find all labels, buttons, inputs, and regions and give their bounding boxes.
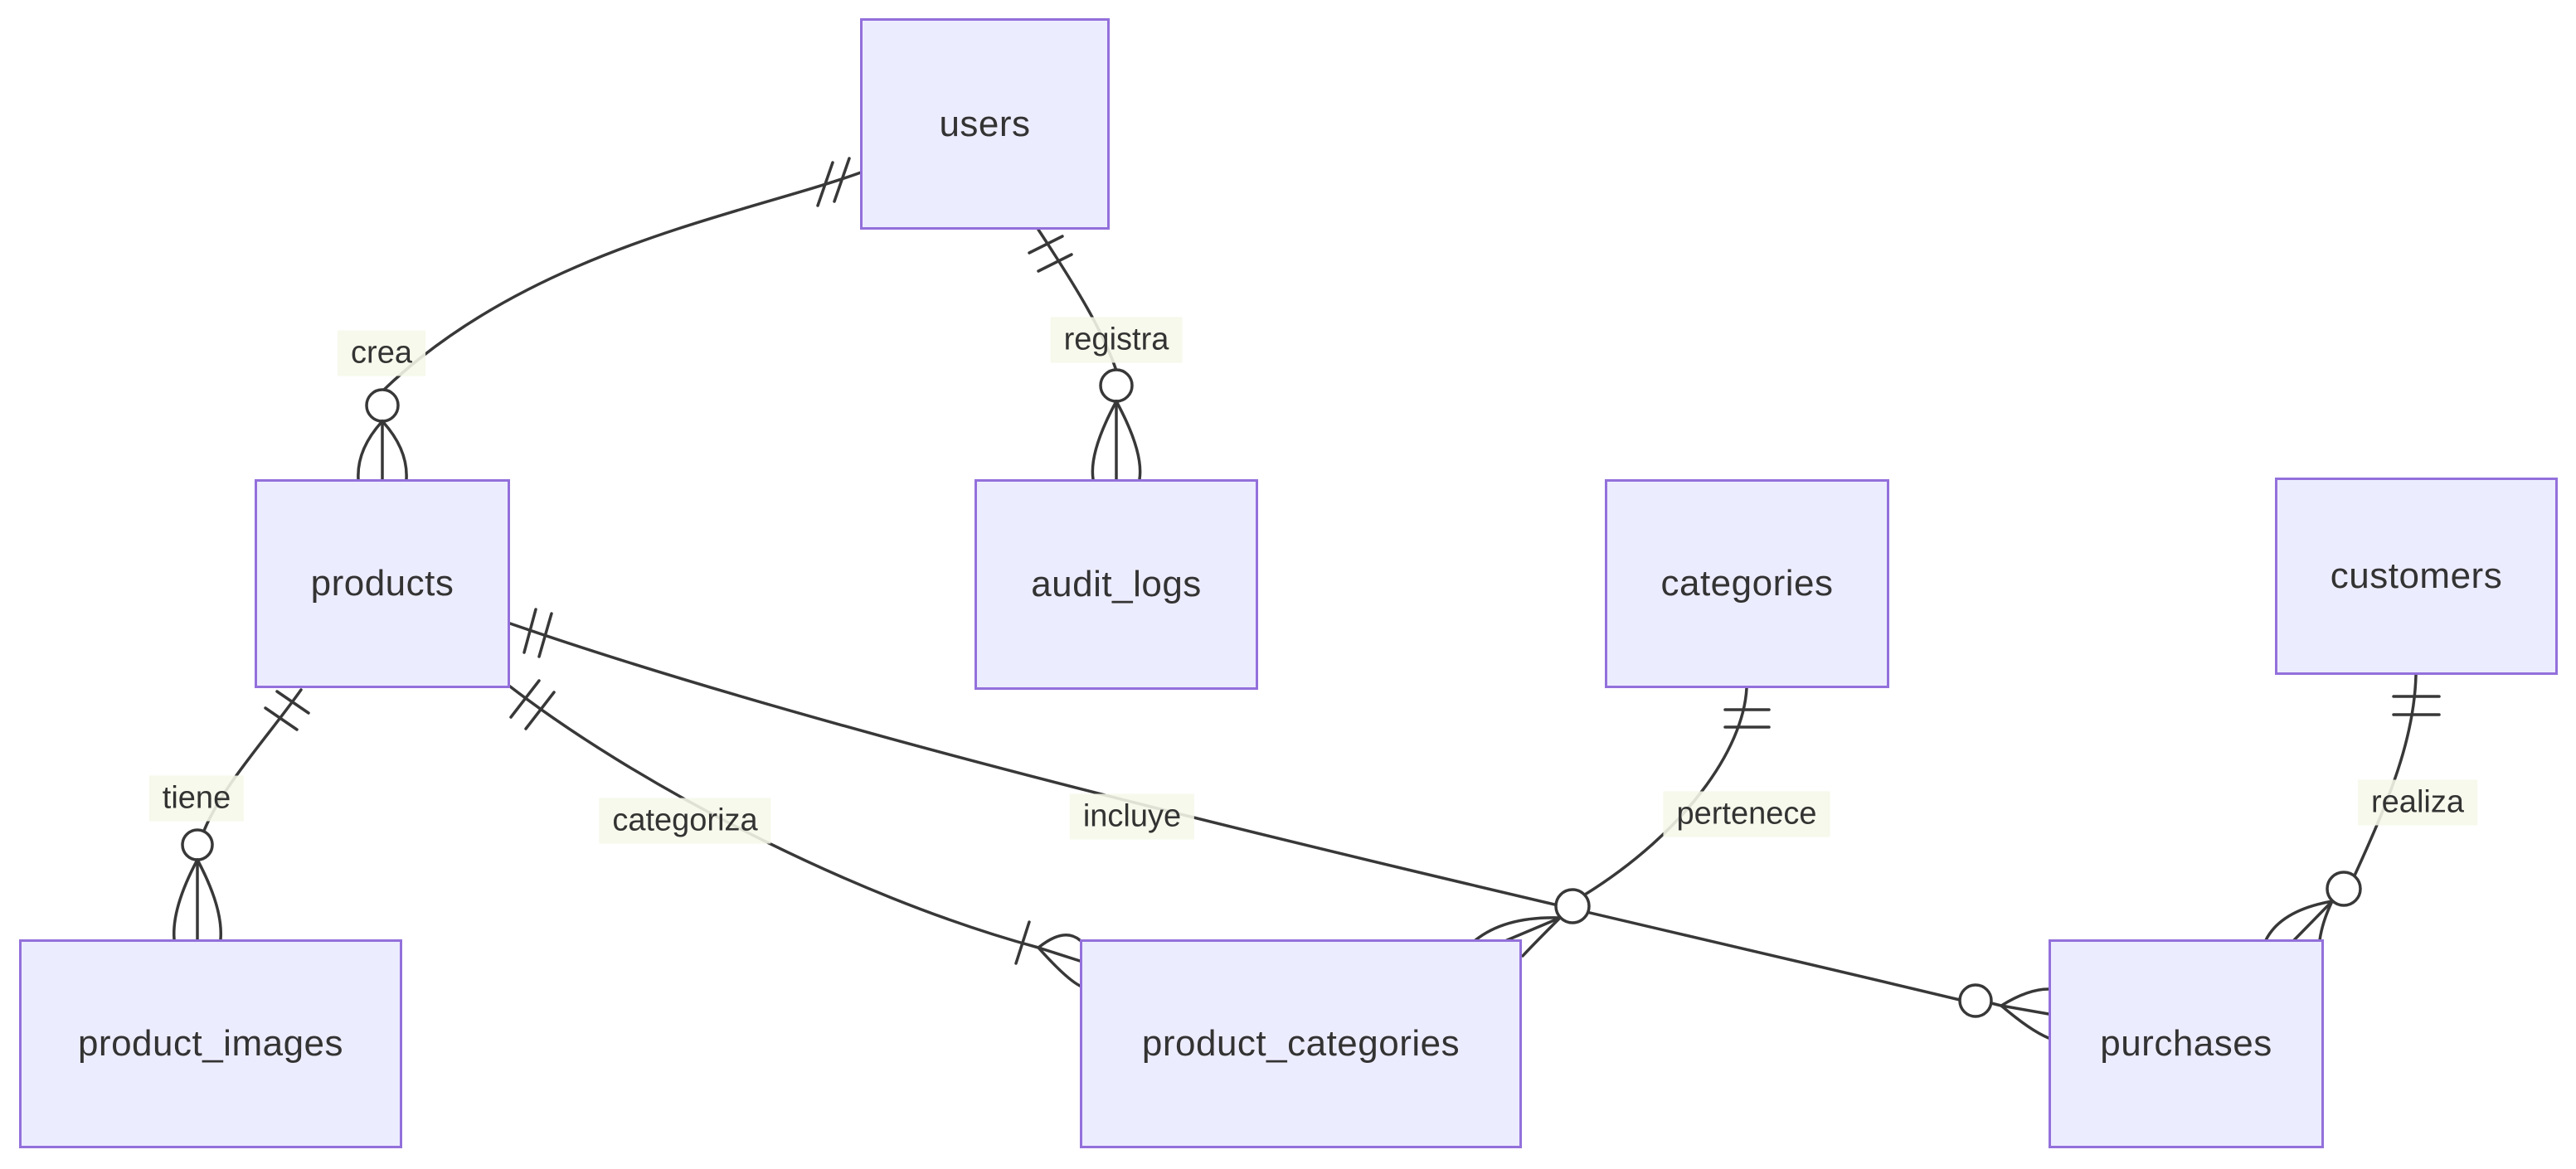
entity-audit-logs: audit_logs: [975, 479, 1258, 690]
many-marker-crowfoot: [1474, 916, 1562, 958]
relationship-label-realiza: realiza: [2358, 779, 2477, 826]
many-marker-crowfoot: [172, 858, 223, 941]
entity-users: users: [860, 18, 1110, 230]
relationship-label-crea: crea: [338, 330, 425, 376]
relationship-label-pertenece: pertenece: [1663, 791, 1830, 837]
one-marker-ticks: [522, 608, 553, 658]
one-marker-tick: [1014, 920, 1031, 965]
zero-marker-circle: [1554, 888, 1591, 924]
edge-realiza: [2264, 673, 2441, 942]
entity-purchases: purchases: [2049, 939, 2324, 1148]
one-marker-ticks: [2392, 695, 2441, 716]
many-marker-crowfoot: [1990, 987, 2050, 1040]
one-marker-ticks: [264, 690, 310, 731]
many-marker-crowfoot: [357, 420, 408, 481]
zero-marker-circle: [2326, 871, 2362, 907]
entity-products: products: [255, 479, 510, 688]
zero-marker-circle: [1958, 983, 1993, 1018]
relationship-label-incluye: incluye: [1069, 793, 1195, 840]
edge-incluye: [508, 608, 2050, 1040]
entity-name: product_categories: [1141, 1023, 1461, 1064]
one-marker-ticks: [1028, 235, 1073, 273]
many-marker-crowfoot: [2264, 900, 2334, 942]
entity-name: customers: [2330, 555, 2503, 596]
entity-customers: customers: [2275, 478, 2558, 675]
one-marker-ticks: [509, 679, 556, 730]
relationship-label-categoriza: categoriza: [599, 798, 771, 844]
entity-product-images: product_images: [19, 939, 402, 1148]
entity-name: users: [939, 103, 1031, 144]
zero-marker-circle: [1099, 368, 1134, 403]
edge-categoriza: [508, 679, 1081, 987]
entity-name: audit_logs: [1031, 564, 1202, 604]
entity-categories: categories: [1605, 479, 1889, 688]
entity-name: categories: [1660, 563, 1834, 604]
edge-crea: [357, 157, 863, 481]
relationship-label-tiene: tiene: [148, 775, 245, 822]
zero-marker-circle: [365, 388, 400, 423]
edge-tiene: [172, 688, 310, 941]
many-marker-crowfoot: [1091, 400, 1142, 481]
one-marker-ticks: [1723, 708, 1771, 729]
entity-name: product_images: [77, 1023, 344, 1064]
zero-marker-circle: [181, 828, 214, 861]
many-marker-crowfoot: [1037, 934, 1081, 987]
one-marker-ticks: [816, 157, 851, 207]
relationship-label-registra: registra: [1050, 317, 1183, 363]
entity-product-categories: product_categories: [1080, 939, 1522, 1148]
entity-name: products: [310, 563, 454, 604]
entity-name: purchases: [2100, 1023, 2272, 1064]
